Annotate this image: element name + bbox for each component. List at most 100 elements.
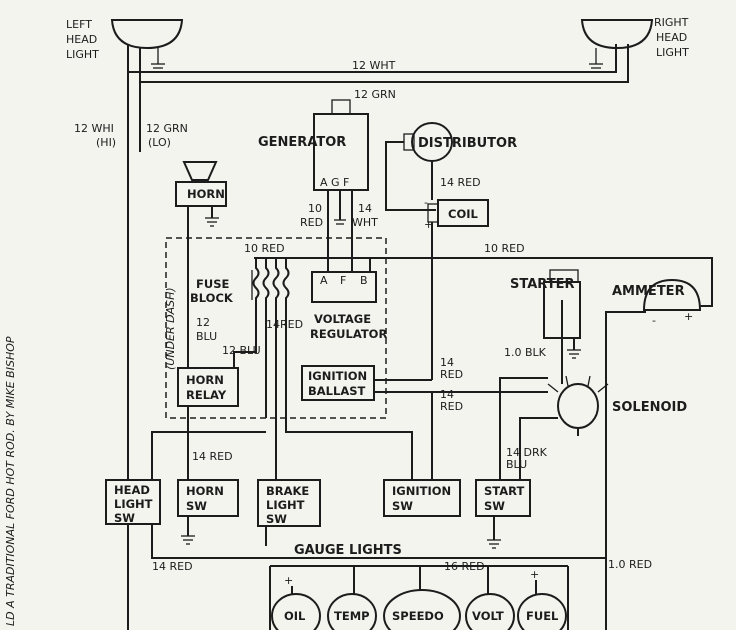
under-dash-label: (UNDER DASH) — [164, 287, 177, 370]
solenoid: SOLENOID 1.0 RED — [519, 375, 687, 630]
wire-label-12-grn: 12 GRN — [354, 88, 396, 101]
oil-gauge-label: OIL — [284, 609, 306, 623]
volt-gauge-label: VOLT — [472, 609, 504, 623]
left-head-light-label-1: LEFT — [66, 18, 92, 31]
generator-label: GENERATOR — [258, 135, 346, 150]
wire-label-12-wht: 12 WHT — [352, 59, 396, 72]
wire-label-12-blu-a-2: BLU — [196, 330, 217, 343]
regulator-terminal-f: F — [340, 274, 346, 287]
ignition-ballast-label-1: IGNITION — [308, 369, 367, 383]
fuel-gauge — [517, 593, 567, 630]
fuse-block-label-2: BLOCK — [190, 291, 234, 305]
bus-wiring: 14 RED — [151, 431, 606, 573]
brake-light-switch: BRAKE LIGHT SW — [257, 418, 321, 546]
coil-plus: + — [424, 218, 433, 231]
gauge-plus-right: + — [530, 568, 539, 581]
fuse-block-label-1: FUSE — [196, 277, 229, 291]
wire-label-10-red-fuse: 10 RED — [244, 242, 285, 255]
voltage-regulator-label-2: REGULATOR — [310, 327, 387, 341]
wire-label-14-red-ign-a-1: 14 — [440, 356, 454, 369]
voltage-regulator: A F B VOLTAGE REGULATOR — [310, 258, 387, 341]
start-switch: START SW — [475, 479, 531, 549]
brake-light-sw-label-2: LIGHT — [266, 498, 305, 512]
temp-gauge — [327, 593, 377, 630]
coil: COIL + - — [424, 196, 489, 380]
wire-label-14-wht-gen-1: 14 — [358, 202, 372, 215]
distributor: DISTRIBUTOR 14 RED — [385, 122, 517, 211]
horn-switch: HORN SW — [177, 479, 239, 545]
ammeter-label: AMMETER — [612, 284, 685, 299]
head-light-sw-label-3: SW — [114, 511, 135, 525]
wire-label-16-red: 16 RED — [444, 560, 485, 573]
ignition-switch: IGNITION SW — [383, 479, 461, 517]
horn-label: HORN — [187, 187, 225, 201]
wire-label-14-red-ign-b-1: 14 — [440, 388, 454, 401]
wire-label-14-red-bottom: 14 RED — [152, 560, 193, 573]
brake-light-sw-label-3: SW — [266, 512, 287, 526]
start-switch-feed: 14 DRK BLU — [499, 377, 548, 480]
ammeter-plus: + — [684, 310, 693, 323]
wire-label-14-red-fuse: 14RED — [266, 318, 303, 331]
speedo-gauge — [383, 589, 461, 630]
wire-label-14-drk-blu-2: BLU — [506, 458, 527, 471]
gauge-lights-label: GAUGE LIGHTS — [294, 543, 402, 558]
voltage-regulator-label-1: VOLTAGE — [314, 312, 371, 326]
generator-terminals: A G F — [320, 176, 349, 189]
starter-label: STARTER — [510, 277, 574, 292]
wire-label-1-0-red: 1.0 RED — [608, 558, 652, 571]
fuel-gauge-label: FUEL — [526, 609, 559, 623]
head-light-switch: HEAD LIGHT SW — [105, 479, 161, 525]
wire-label-14-red-ign-b-2: RED — [440, 400, 463, 413]
horn-relay-label-1: HORN — [186, 373, 224, 387]
start-sw-label-2: SW — [484, 499, 505, 513]
ammeter: AMMETER - + — [605, 278, 702, 378]
brake-light-sw-label-1: BRAKE — [266, 484, 309, 498]
right-head-light: RIGHT HEAD LIGHT — [580, 16, 689, 73]
wire-label-14-red-horn: 14 RED — [192, 450, 233, 463]
volt-gauge — [465, 593, 515, 630]
wire-label-10-red-ammeter: 10 RED — [484, 242, 525, 255]
ignition-sw-label-1: IGNITION — [392, 484, 451, 498]
speedo-gauge-label: SPEEDO — [392, 609, 444, 623]
wire-label-10-red-gen-1: 10 — [308, 202, 322, 215]
start-sw-label-1: START — [484, 484, 524, 498]
wire-label-14-wht-gen-2: WHT — [352, 216, 378, 229]
distributor-label: DISTRIBUTOR — [418, 136, 517, 151]
wire-label-14-red-ign-a-2: RED — [440, 368, 463, 381]
ignition-sw-label-2: SW — [392, 499, 413, 513]
coil-label: COIL — [448, 207, 478, 221]
left-head-light-label-3: LIGHT — [66, 48, 99, 61]
head-light-sw-label-2: LIGHT — [114, 497, 153, 511]
head-light-sw-label-1: HEAD — [114, 483, 150, 497]
starter: STARTER 1.0 BLK — [504, 269, 581, 378]
left-head-light-label-2: HEAD — [66, 33, 97, 46]
horn-relay-label-2: RELAY — [186, 388, 227, 402]
ignition-ballast-label-2: BALLAST — [308, 384, 366, 398]
wire-label-14-drk-blu-1: 14 DRK — [506, 446, 548, 459]
margin-credit-note: LD A TRADITIONAL FORD HOT ROD. BY MIKE B… — [4, 336, 17, 626]
left-head-light: LEFT HEAD LIGHT — [66, 18, 184, 73]
generator: GENERATOR A G F 10 RED 14 WHT — [258, 99, 378, 272]
right-head-light-label-1: RIGHT — [654, 16, 689, 29]
horn-sw-label-1: HORN — [186, 484, 224, 498]
wire-label-1-0-blk: 1.0 BLK — [504, 346, 547, 359]
wire-label-10-red-gen-2: RED — [300, 216, 323, 229]
wire-label-12-grn-lo: 12 GRN — [146, 122, 188, 135]
coil-minus: - — [424, 196, 428, 209]
regulator-terminal-a: A — [320, 274, 328, 287]
head-light-harness: 12 WHT 12 GRN 12 WHI (HI) 12 GRN (LO) — [74, 44, 629, 630]
horn-relay: HORN RELAY 14 RED — [177, 367, 239, 480]
fuse-block: FUSE BLOCK 10 RED 12 BLU 12 BLU 14RED — [190, 242, 413, 480]
regulator-terminal-b: B — [360, 274, 368, 287]
wire-label-lo: (LO) — [148, 136, 171, 149]
wire-label-hi: (HI) — [96, 136, 116, 149]
horn: HORN — [175, 161, 227, 368]
ammeter-minus: - — [652, 314, 656, 327]
temp-gauge-label: TEMP — [334, 609, 370, 623]
solenoid-label: SOLENOID — [612, 400, 687, 415]
gauge-plus-left: + — [284, 574, 293, 587]
wire-label-12-whi: 12 WHI — [74, 122, 114, 135]
right-head-light-label-3: LIGHT — [656, 46, 689, 59]
wire-label-12-blu-a-1: 12 — [196, 316, 210, 329]
